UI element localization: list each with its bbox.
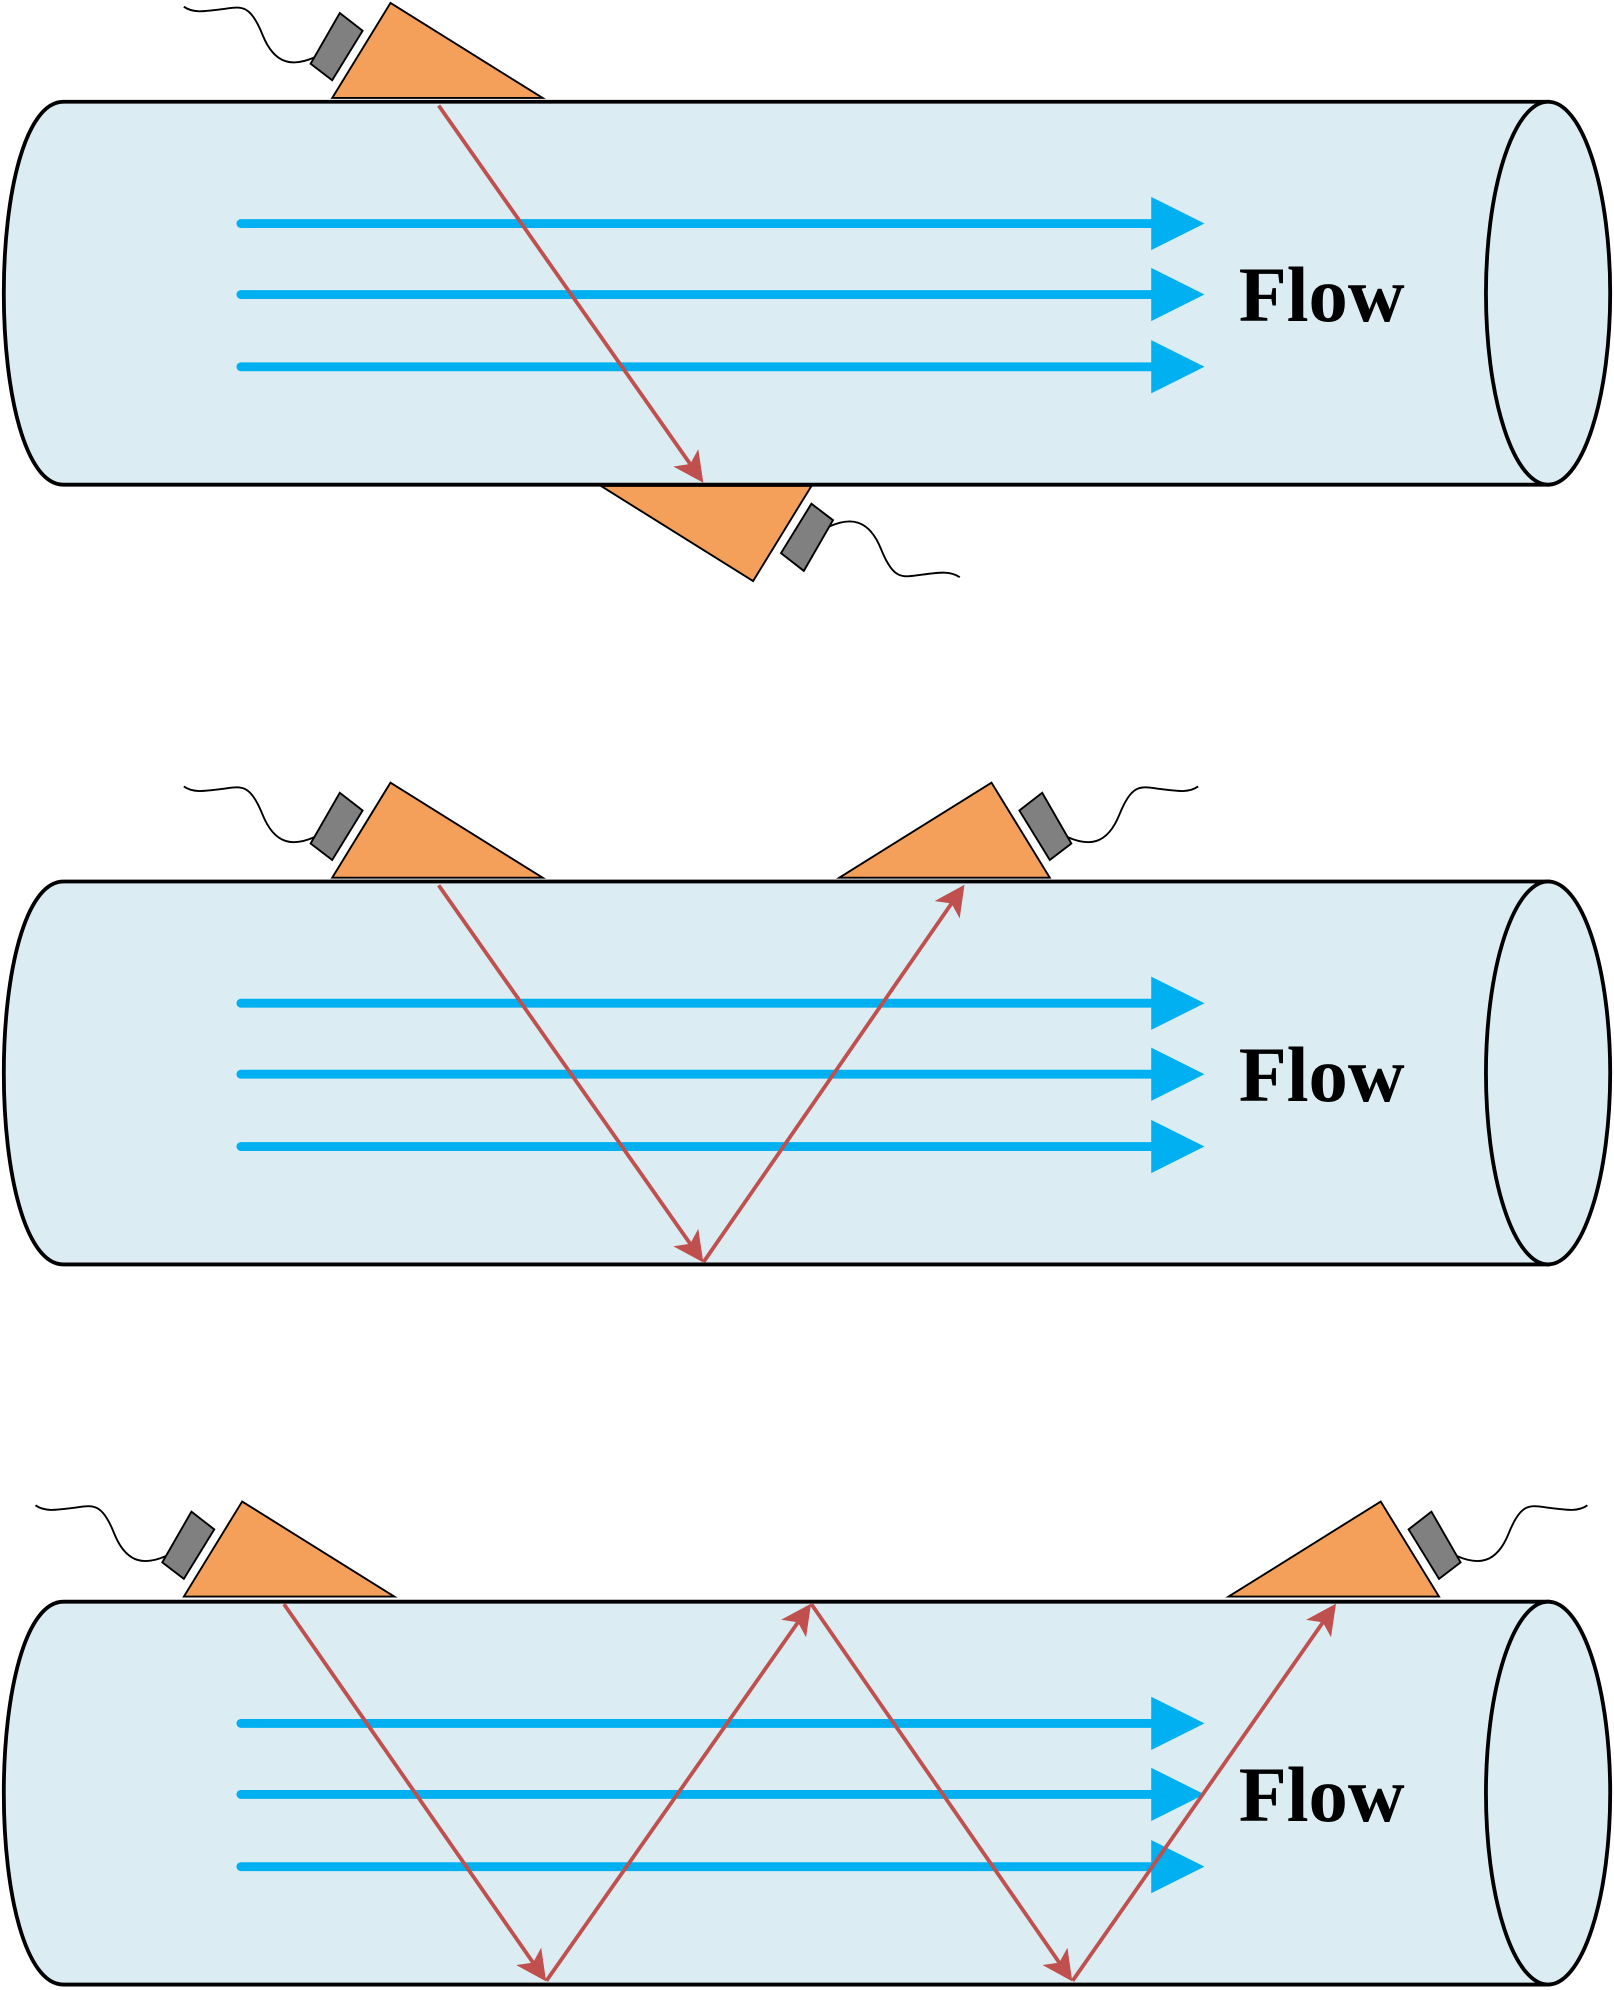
flow-label: Flow: [1239, 1032, 1405, 1119]
ultrasonic-path-segment: [702, 884, 965, 1263]
ultrasonic-path: [437, 104, 704, 483]
ultrasonic-path-segment: [282, 1603, 547, 1982]
ultrasonic-path-segment: [437, 884, 704, 1263]
ultrasonic-path-segment: [1071, 1603, 1336, 1982]
transducer-upstream: [182, 781, 544, 879]
flow-label: Flow: [1239, 252, 1405, 339]
transducer-upstream: [34, 1500, 396, 1598]
panel-w-mode: Flow: [4, 1500, 1610, 1985]
transducer-upstream: [182, 1, 544, 99]
ultrasonic-path-segment: [809, 1603, 1073, 1982]
transducer-downstream: [838, 781, 1200, 879]
panel-v-mode: Flow: [4, 781, 1610, 1265]
transducer-downstream: [600, 484, 961, 582]
panel-z-mode: Flow: [4, 1, 1610, 582]
transducer-downstream: [1227, 1500, 1589, 1598]
flow-label: Flow: [1239, 1752, 1405, 1839]
ultrasonic-path-segment: [544, 1603, 812, 1982]
